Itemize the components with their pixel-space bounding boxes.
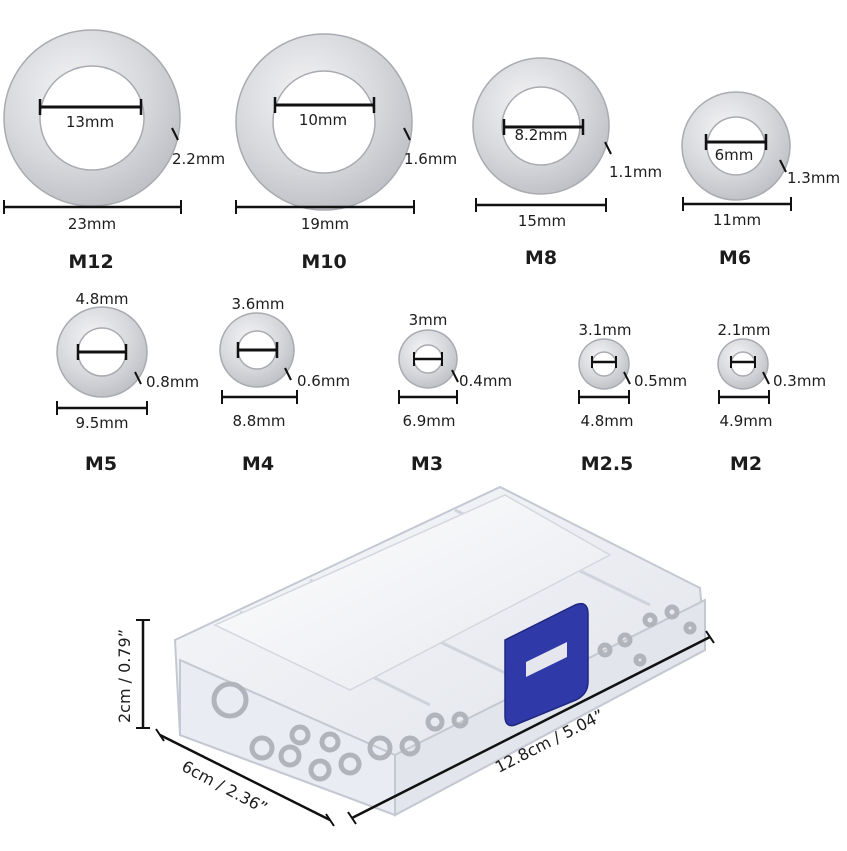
box-width-label: 6cm / 2.36”	[179, 757, 271, 818]
box-height-dimension: 2cm / 0.79”	[115, 619, 150, 729]
washer-m5: 4.8mm 0.8mm 9.5mm M5	[56, 290, 199, 475]
washer-m10-label: M10	[301, 251, 346, 273]
storage-box	[173, 485, 707, 817]
washer-m2-5-label: M2.5	[581, 453, 634, 475]
box-height-label: 2cm / 0.79”	[115, 629, 134, 723]
washer-m6-label: M6	[719, 247, 751, 269]
washer-m10-outer: 19mm	[301, 215, 349, 233]
washer-m6-ring	[681, 91, 791, 201]
washer-m3-label: M3	[411, 453, 443, 475]
washer-m2: 2.1mm 0.3mm 4.9mm M2	[717, 321, 826, 475]
washer-m5-outer: 9.5mm	[75, 414, 128, 432]
washer-m2-5-inner: 3.1mm	[578, 321, 631, 339]
washer-m3-ring	[398, 329, 458, 389]
washer-m6-inner: 6mm	[715, 146, 754, 164]
washer-m2-5-ring	[578, 338, 630, 390]
washer-m12-outer: 23mm	[68, 215, 116, 233]
washer-m5-ring	[56, 306, 148, 398]
washer-m12-thickness: 2.2mm	[172, 150, 225, 168]
washer-m2-thickness: 0.3mm	[773, 372, 826, 390]
washer-m8-thickness: 1.1mm	[609, 163, 662, 181]
washer-m4-ring	[219, 312, 295, 388]
washer-m6-thickness: 1.3mm	[787, 169, 840, 187]
box-insert-card	[213, 494, 612, 691]
washer-m6: 6mm 1.3mm 11mm M6	[681, 91, 840, 269]
washer-m12-inner: 13mm	[66, 113, 114, 131]
washer-m3-inner: 3mm	[409, 311, 448, 329]
washer-m4-outer: 8.8mm	[232, 412, 285, 430]
washer-m8-outer: 15mm	[518, 212, 566, 230]
washer-m6-outer: 11mm	[713, 211, 761, 229]
washer-m12-label: M12	[68, 251, 113, 273]
washer-m8-inner: 8.2mm	[514, 126, 567, 144]
washer-m2-5-outer: 4.8mm	[580, 412, 633, 430]
box-latch	[504, 602, 589, 727]
washer-m2-inner: 2.1mm	[717, 321, 770, 339]
washer-m4-inner: 3.6mm	[231, 295, 284, 313]
washer-m2-outer: 4.9mm	[719, 412, 772, 430]
washer-m12: 13mm 2.2mm 23mm M12	[3, 29, 225, 273]
washer-m10-inner: 10mm	[299, 111, 347, 129]
washer-m2-5: 3.1mm 0.5mm 4.8mm M2.5	[578, 321, 687, 475]
washer-m10-thickness: 1.6mm	[404, 150, 457, 168]
washer-m5-label: M5	[85, 453, 117, 475]
washer-m3-thickness: 0.4mm	[459, 372, 512, 390]
washer-m5-inner: 4.8mm	[75, 290, 128, 308]
washer-m8-label: M8	[525, 247, 557, 269]
washer-m10: 10mm 1.6mm 19mm M10	[235, 33, 457, 273]
washer-m3: 3mm 0.4mm 6.9mm M3	[398, 311, 512, 475]
washer-m8: 8.2mm 1.1mm 15mm M8	[472, 57, 662, 269]
washer-m3-outer: 6.9mm	[402, 412, 455, 430]
washer-m5-thickness: 0.8mm	[146, 373, 199, 391]
washer-m2-5-thickness: 0.5mm	[634, 372, 687, 390]
washer-m2-label: M2	[730, 453, 762, 475]
washer-m4-thickness: 0.6mm	[297, 372, 350, 390]
washer-m4-label: M4	[242, 453, 274, 475]
washer-m2-ring	[717, 338, 769, 390]
washer-m4: 3.6mm 0.6mm 8.8mm M4	[219, 295, 350, 475]
washer-m8-ring	[472, 57, 610, 195]
washer-m10-ring	[235, 33, 413, 211]
box-contents	[211, 604, 697, 782]
